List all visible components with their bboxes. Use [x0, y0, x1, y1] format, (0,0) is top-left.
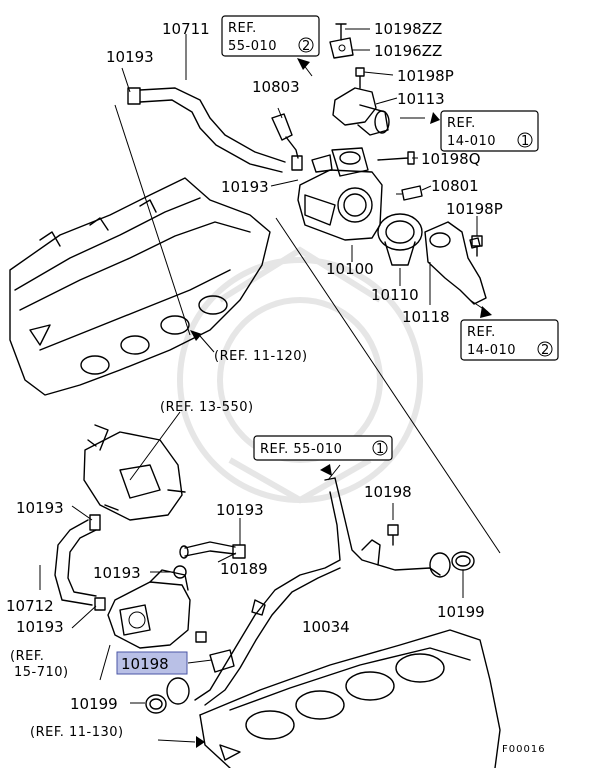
- label-10189[interactable]: 10189: [220, 560, 268, 578]
- label-10193-hose[interactable]: 10193: [216, 501, 264, 519]
- bracket-bolts-drawing: [329, 23, 365, 89]
- water-pipe-10034-drawing: [194, 477, 451, 706]
- label-10100[interactable]: 10100: [326, 260, 374, 278]
- label-10198-highlighted[interactable]: 10198: [121, 655, 169, 673]
- label-10801[interactable]: 10801: [431, 177, 479, 195]
- sensor-10803-drawing: [271, 113, 299, 159]
- highlight-box: [116, 651, 188, 675]
- ref-box-line1: REF.: [447, 116, 476, 131]
- engine-block-drawing: [199, 629, 501, 769]
- ref-box-circle-number: 1: [376, 442, 385, 457]
- bolt-10198P-drawing: [471, 235, 483, 257]
- arrow-heads: [190, 58, 492, 748]
- ref-11-120[interactable]: (REF. 11-120): [214, 349, 308, 364]
- label-10198P-mid[interactable]: 10198P: [446, 200, 503, 218]
- bolt-10198Q-drawing: [377, 151, 415, 165]
- label-10196ZZ[interactable]: 10196ZZ: [374, 42, 442, 60]
- ref-11-130[interactable]: (REF. 11-130): [30, 725, 124, 740]
- label-10193-clamp[interactable]: 10193: [93, 564, 141, 582]
- ref-box-55-010-1[interactable]: REF. 55-010 1: [253, 435, 393, 461]
- hose-10189-drawing: [179, 541, 246, 559]
- label-10199-right[interactable]: 10199: [437, 603, 485, 621]
- ref-box-14-010-1[interactable]: REF. 14-010 1: [440, 110, 539, 152]
- ref-box-line2: 14-010: [447, 134, 496, 149]
- label-10110[interactable]: 10110: [371, 286, 419, 304]
- label-10198-right[interactable]: 10198: [364, 483, 412, 501]
- ref-box-line1: REF. 55-010: [260, 442, 342, 457]
- label-10198Q[interactable]: 10198Q: [421, 150, 481, 168]
- label-10193-top[interactable]: 10193: [106, 48, 154, 66]
- sensor-10801-drawing: [396, 185, 423, 201]
- water-outlet-drawing: [332, 87, 390, 136]
- clamp-10193-drawing: [173, 565, 187, 579]
- ref-box-circle-number: 2: [541, 343, 550, 358]
- leader-lines: [39, 28, 501, 743]
- thermostat-10110-drawing: [377, 213, 423, 266]
- label-10198P-top[interactable]: 10198P: [397, 67, 454, 85]
- ref-15-710-line2[interactable]: 15-710): [14, 665, 69, 680]
- hose-10712-drawing: [54, 514, 106, 611]
- label-10193-left[interactable]: 10193: [16, 499, 64, 517]
- diagram-code: F00016: [502, 744, 546, 755]
- label-10193-low[interactable]: 10193: [16, 618, 64, 636]
- cylinder-head-drawing: [9, 177, 271, 396]
- thermostat-housing-drawing: [297, 147, 383, 241]
- label-10118[interactable]: 10118: [402, 308, 450, 326]
- ref-box-line1: REF.: [467, 325, 496, 340]
- ref-box-line1: REF.: [228, 21, 257, 36]
- ref-box-circle-number: 1: [521, 134, 530, 149]
- label-10034[interactable]: 10034: [302, 618, 350, 636]
- ref-box-circle-number: 2: [302, 39, 311, 54]
- label-10198ZZ[interactable]: 10198ZZ: [374, 20, 442, 38]
- label-10113[interactable]: 10113: [397, 90, 445, 108]
- label-10193-mid[interactable]: 10193: [221, 178, 269, 196]
- ref-15-710-line1[interactable]: (REF.: [10, 649, 44, 664]
- assembly-13-550-drawing: [83, 424, 186, 521]
- ref-box-14-010-2[interactable]: REF. 14-010 2: [460, 319, 559, 361]
- label-10712[interactable]: 10712: [6, 597, 54, 615]
- label-10711[interactable]: 10711: [162, 20, 210, 38]
- ref-13-550[interactable]: (REF. 13-550): [160, 400, 254, 415]
- label-10199-low[interactable]: 10199: [70, 695, 118, 713]
- hose-10711-drawing: [127, 87, 303, 173]
- ref-box-55-010-2[interactable]: REF. 55-010 2: [221, 15, 320, 57]
- ref-box-line2: 14-010: [467, 343, 516, 358]
- label-10803[interactable]: 10803: [252, 78, 300, 96]
- ref-box-line2: 55-010: [228, 39, 277, 54]
